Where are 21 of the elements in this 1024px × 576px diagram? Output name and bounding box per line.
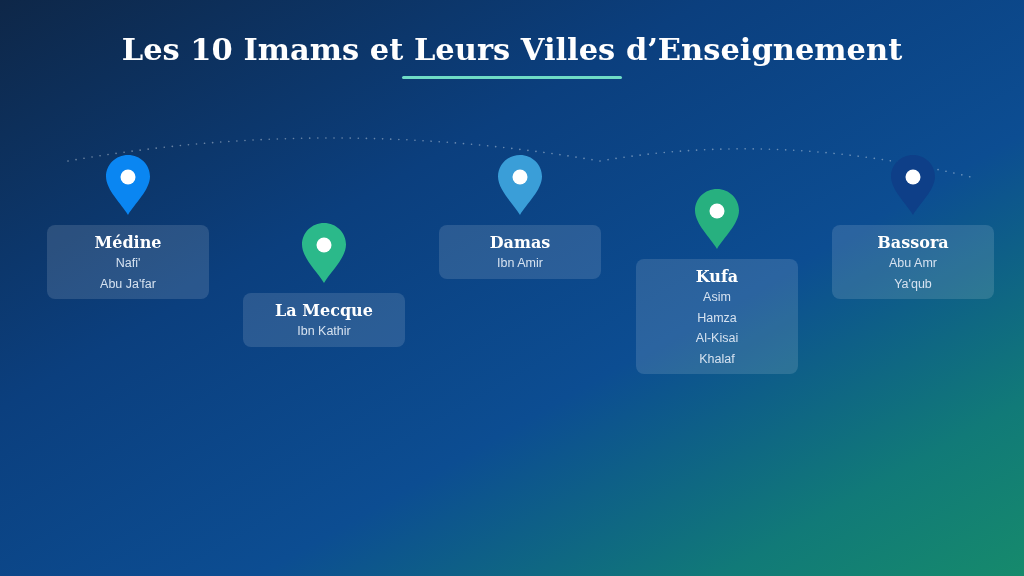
city-name: Bassora (877, 232, 949, 253)
title: Les 10 Imams et Leurs Villes d’Enseignement (121, 30, 903, 69)
city-name: La Mecque (275, 300, 373, 321)
city-name: Damas (489, 232, 551, 253)
city-name: Médine (94, 232, 162, 253)
imam-name: Ya'qub (894, 275, 932, 293)
city-card (47, 225, 209, 299)
imam-name: Ibn Amir (497, 255, 543, 272)
imam-name: Hamza (697, 309, 737, 327)
imam-name: Asim (703, 289, 731, 306)
city-name: Kufa (695, 266, 739, 287)
city-card (832, 225, 994, 299)
imam-name: Abu Ja'far (100, 275, 156, 293)
city-card (636, 259, 798, 374)
city-card (439, 225, 601, 279)
city-card (243, 293, 405, 347)
imam-name: Khalaf (699, 350, 735, 368)
imam-name: Abu Amr (889, 255, 937, 272)
imam-name: Al-Kisai (695, 330, 739, 347)
imam-name: Nafi' (115, 255, 141, 272)
imam-name: Ibn Kathir (297, 323, 351, 340)
